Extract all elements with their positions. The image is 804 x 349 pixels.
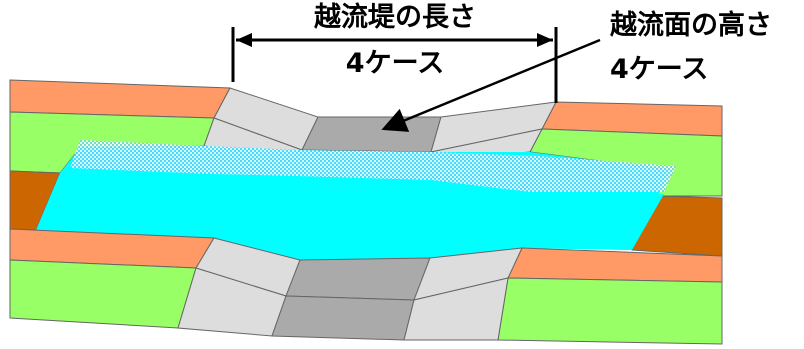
near-levee-slope-left — [9, 259, 197, 329]
near-levee — [9, 228, 723, 345]
crest-height-title: 越流面の高さ — [610, 9, 772, 41]
crest-length-dimension — [231, 27, 558, 103]
near-spillway-ramp-right-lower — [403, 277, 509, 341]
near-spillway-crest-top — [285, 257, 431, 301]
dimension-arrowhead-right — [537, 33, 553, 47]
river-water-inner — [36, 170, 664, 260]
crest-height-cases: 4ケース — [610, 54, 708, 85]
overflow-mesh — [70, 140, 676, 192]
far-levee-crest-left — [9, 79, 231, 119]
near-spillway-crest-face — [271, 295, 415, 341]
dimension-arrowhead-left — [236, 33, 252, 47]
crest-length-cases: 4ケース — [346, 48, 444, 79]
near-levee-slope-right — [497, 277, 723, 345]
crest-length-title: 越流堤の長さ — [314, 2, 476, 33]
far-spillway-crest — [301, 116, 442, 153]
crest-height-arrow — [381, 38, 601, 132]
